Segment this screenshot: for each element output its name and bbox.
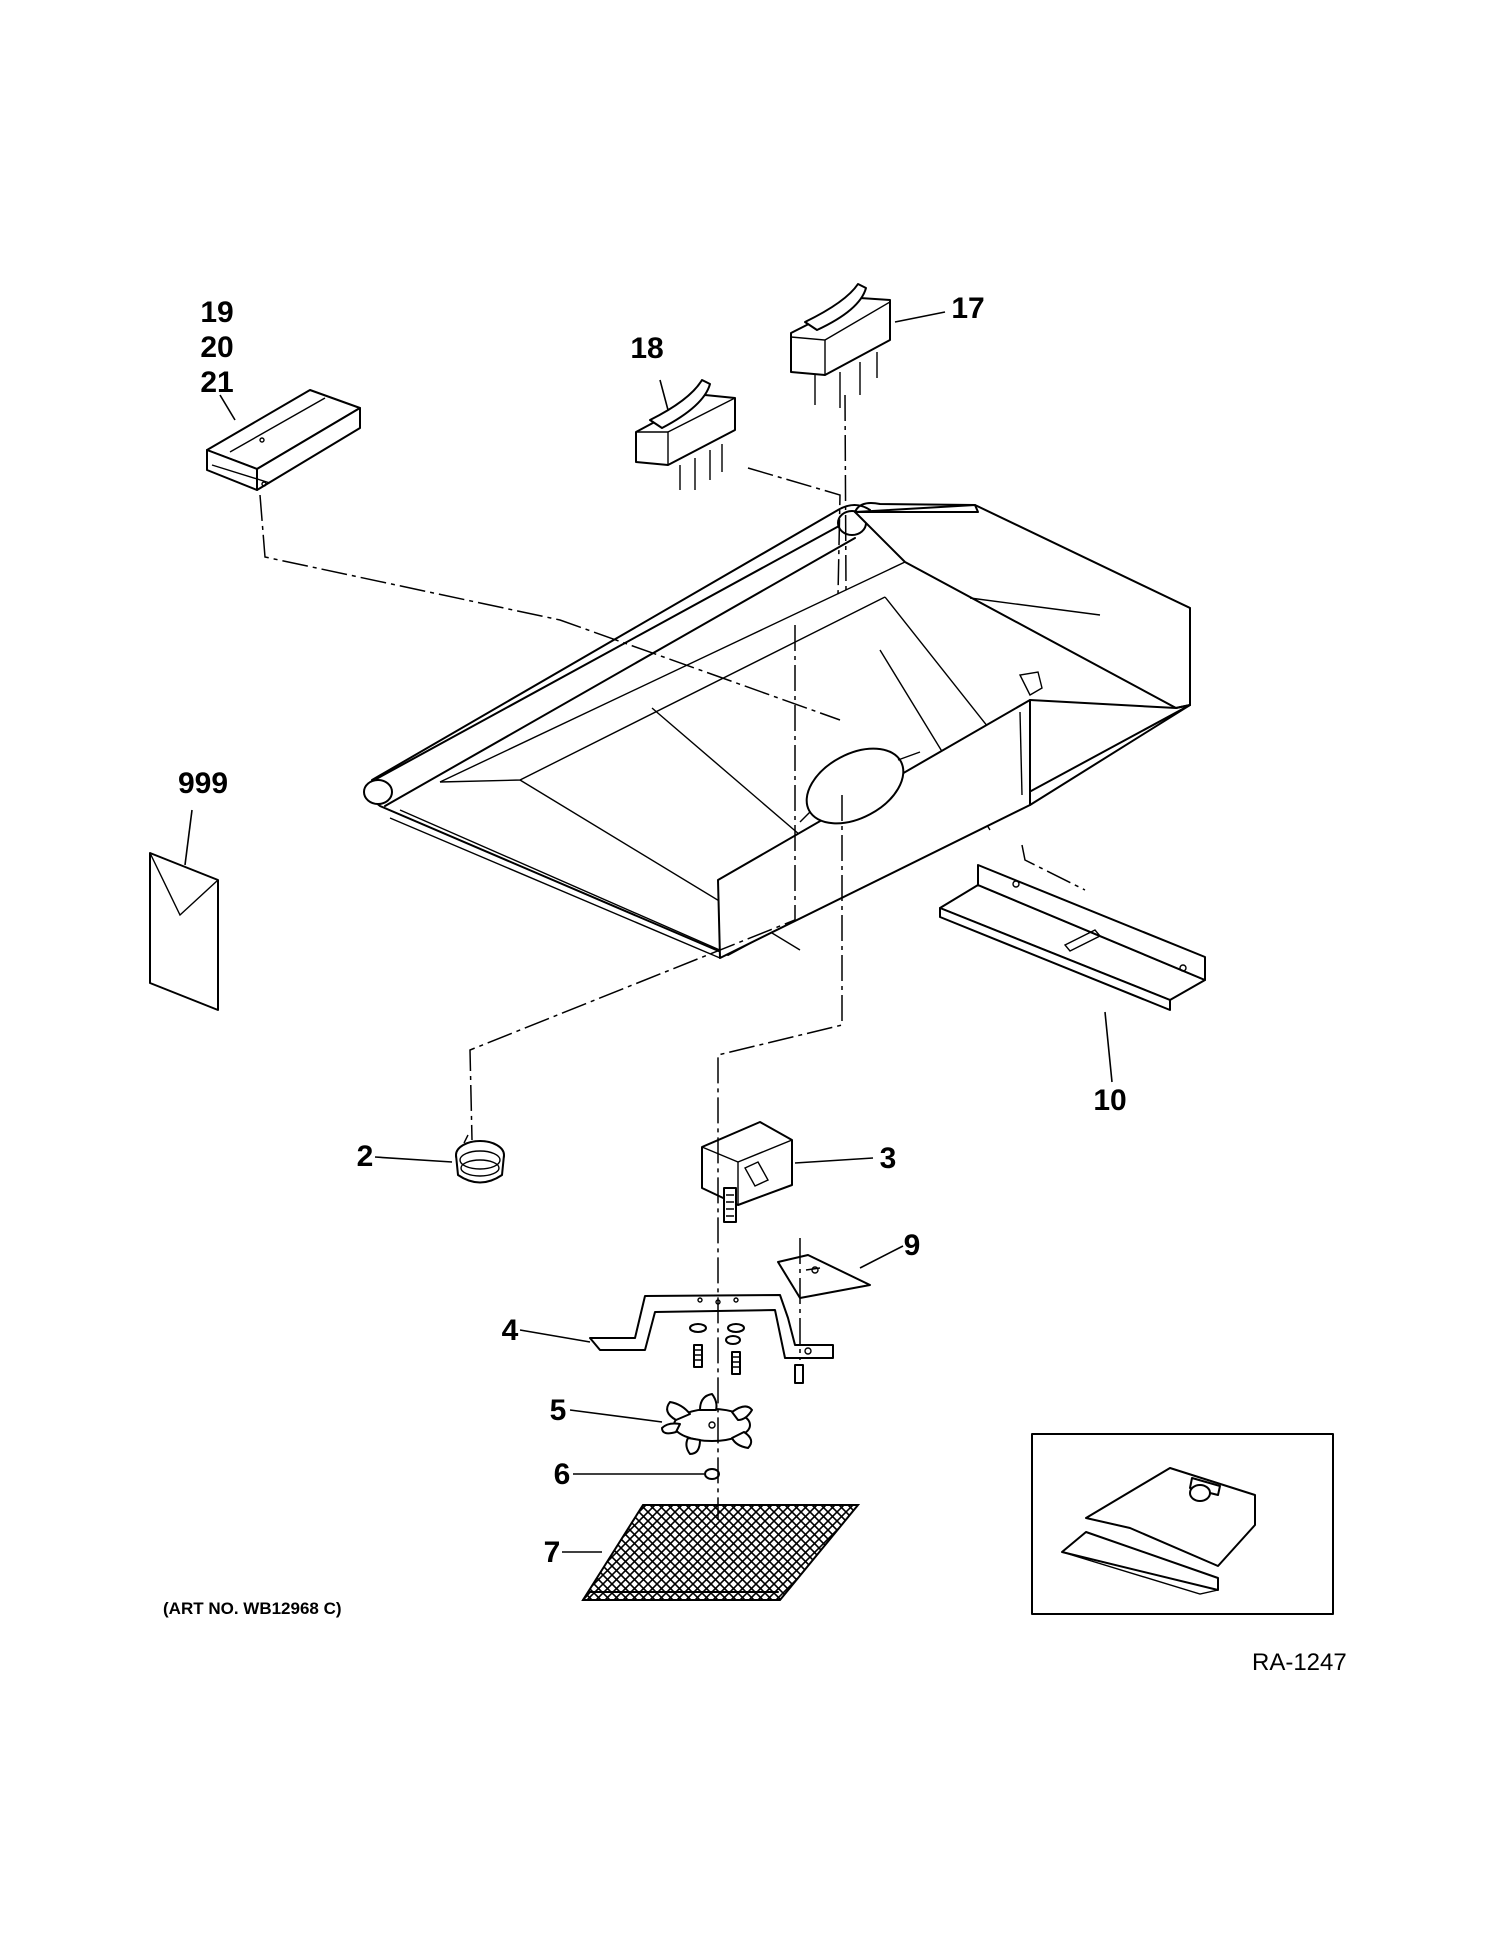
leader-lines	[184, 311, 1113, 1553]
range-hood-body	[363, 502, 1191, 959]
callout-5: 5	[550, 1394, 567, 1427]
callout-10: 10	[1093, 1084, 1126, 1117]
callout-2: 2	[357, 1140, 374, 1173]
callout-17: 17	[951, 292, 984, 325]
reference-code: RA-1247	[1252, 1649, 1347, 1676]
callout-20: 20	[200, 331, 233, 364]
part-9-clip	[777, 1254, 871, 1299]
callout-7: 7	[544, 1536, 561, 1569]
part-3-motor	[701, 1121, 793, 1223]
part-19-20-21-light-housing	[206, 389, 361, 491]
part-18-switch	[635, 379, 736, 490]
callout-3: 3	[880, 1142, 897, 1175]
callout-6: 6	[554, 1458, 571, 1491]
part-4-motor-bracket	[589, 1294, 834, 1384]
callout-9: 9	[904, 1229, 921, 1262]
inset-assembled-view	[1031, 1433, 1334, 1615]
art-number-caption: (ART NO. WB12968 C)	[163, 1599, 342, 1618]
callout-19: 19	[200, 296, 233, 329]
callout-18: 18	[630, 332, 663, 365]
part-17-switch	[790, 283, 891, 408]
part-999-manual	[149, 852, 219, 1011]
assembly-lines	[259, 394, 1086, 1520]
callout-4: 4	[502, 1314, 519, 1347]
callout-labels: 19 20 21 18 17 999 10 2 3 9 4 5 6 7	[178, 292, 1127, 1569]
part-5-fan-blade	[661, 1393, 753, 1455]
part-2-light-socket	[455, 1134, 505, 1184]
part-6-nut	[704, 1468, 720, 1480]
part-7-grease-filter	[581, 1504, 861, 1601]
callout-21: 21	[200, 366, 233, 399]
part-10-filter-channel	[939, 864, 1206, 1011]
callout-999: 999	[178, 767, 228, 800]
